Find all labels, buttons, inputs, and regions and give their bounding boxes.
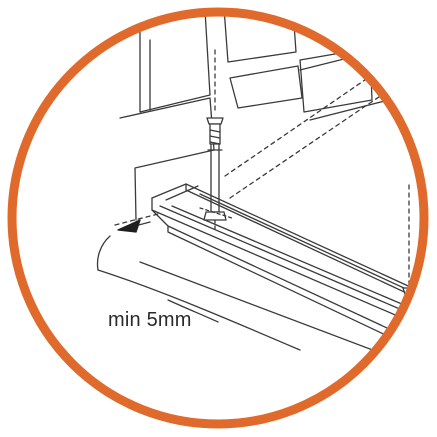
gap-arrow-icon — [117, 219, 151, 233]
gap-dimension-label: min 5mm — [108, 309, 192, 331]
detail-ring — [7, 7, 429, 429]
rail-profile — [151, 183, 424, 357]
screw-icon — [199, 117, 233, 233]
label-leader — [167, 299, 219, 323]
wall-panels — [119, 12, 421, 221]
